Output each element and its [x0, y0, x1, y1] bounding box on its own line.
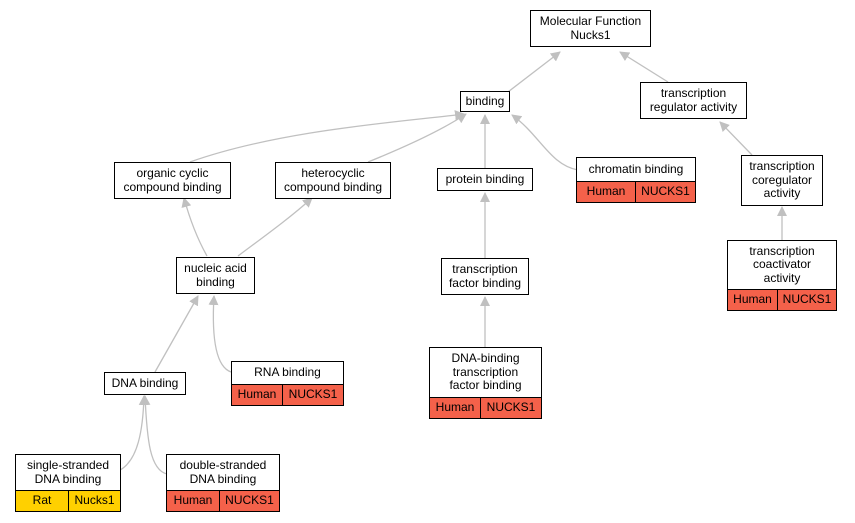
go-node-double-stranded-dna-binding[interactable]: double-stranded DNA binding Human NUCKS1: [166, 454, 280, 512]
gene-cell: NUCKS1: [782, 292, 832, 307]
node-label: DNA binding: [111, 375, 179, 390]
node-label: heterocyclic compound binding: [283, 166, 383, 194]
go-node-rna-binding[interactable]: RNA binding Human NUCKS1: [231, 361, 344, 406]
gene-cell: Nucks1: [74, 493, 115, 508]
node-label: transcription coregulator activity: [749, 159, 815, 201]
edge-nucl-ocyc: [181, 197, 208, 257]
go-node-chromatin-binding[interactable]: chromatin binding Human NUCKS1: [576, 157, 696, 203]
node-label: Molecular Function Nucks1: [539, 14, 642, 42]
node-label: DNA-binding transcription factor binding: [449, 351, 522, 393]
node-label: chromatin binding: [588, 161, 684, 176]
gene-cell: NUCKS1: [641, 184, 690, 199]
go-node-dna-binding-transcription-factor-binding[interactable]: DNA-binding transcription factor binding…: [429, 347, 542, 419]
edge-nucl-hcyc: [237, 197, 313, 257]
go-node-organic-cyclic-compound-binding[interactable]: organic cyclic compound binding: [114, 162, 231, 199]
edge-dna-nucl: [154, 295, 199, 373]
edge-rna-nucl: [208, 295, 232, 373]
node-label: transcription regulator activity: [649, 86, 738, 114]
go-node-transcription-regulator-activity[interactable]: transcription regulator activity: [640, 82, 747, 119]
go-node-dna-binding[interactable]: DNA binding: [104, 372, 186, 395]
species-cell: Human: [232, 385, 283, 405]
annotation-row: Rat Nucks1: [16, 490, 120, 511]
species-cell: Human: [167, 491, 220, 511]
node-label: transcription coactivator activity: [749, 243, 815, 285]
node-label: single-stranded DNA binding: [26, 458, 110, 486]
go-node-transcription-coactivator-activity[interactable]: transcription coactivator activity Human…: [727, 240, 837, 311]
annotation-row: Human NUCKS1: [430, 397, 541, 418]
go-node-binding[interactable]: binding: [460, 91, 510, 112]
node-label: transcription factor binding: [448, 262, 522, 290]
go-node-transcription-coregulator-activity[interactable]: transcription coregulator activity: [741, 155, 823, 206]
gene-cell: NUCKS1: [288, 387, 338, 402]
gene-cell: NUCKS1: [225, 493, 274, 508]
annotation-row: Human NUCKS1: [167, 490, 279, 511]
annotation-row: Human NUCKS1: [728, 289, 836, 310]
species-cell: Rat: [16, 491, 69, 511]
node-label: protein binding: [445, 171, 525, 186]
node-label: binding: [465, 93, 505, 108]
edge-hcyc-binding: [367, 113, 467, 163]
node-label: organic cyclic compound binding: [123, 166, 222, 194]
node-label: RNA binding: [254, 365, 321, 380]
edge-trreg-root: [619, 51, 669, 83]
node-label: nucleic acid binding: [184, 261, 247, 289]
go-node-protein-binding[interactable]: protein binding: [437, 168, 533, 191]
species-cell: Human: [728, 290, 778, 310]
edge-coreg-trreg: [719, 121, 753, 156]
go-node-heterocyclic-compound-binding[interactable]: heterocyclic compound binding: [275, 162, 391, 199]
go-node-transcription-factor-binding[interactable]: transcription factor binding: [441, 258, 529, 295]
species-cell: Human: [577, 182, 636, 202]
edge-ocyc-binding: [189, 110, 465, 163]
edge-dsdna-dna: [140, 395, 168, 475]
go-node-single-stranded-dna-binding[interactable]: single-stranded DNA binding Rat Nucks1: [15, 454, 121, 512]
edge-binding-root: [507, 51, 561, 93]
go-node-molecular-function[interactable]: Molecular Function Nucks1: [530, 10, 651, 47]
edge-chrom-binding: [511, 114, 579, 171]
node-label: double-stranded DNA binding: [179, 458, 267, 486]
gene-cell: NUCKS1: [486, 400, 536, 415]
go-node-nucleic-acid-binding[interactable]: nucleic acid binding: [176, 257, 255, 294]
annotation-row: Human NUCKS1: [232, 384, 343, 405]
species-cell: Human: [430, 398, 481, 418]
annotation-row: Human NUCKS1: [577, 181, 695, 202]
edge-ssdna-dna: [119, 395, 149, 471]
